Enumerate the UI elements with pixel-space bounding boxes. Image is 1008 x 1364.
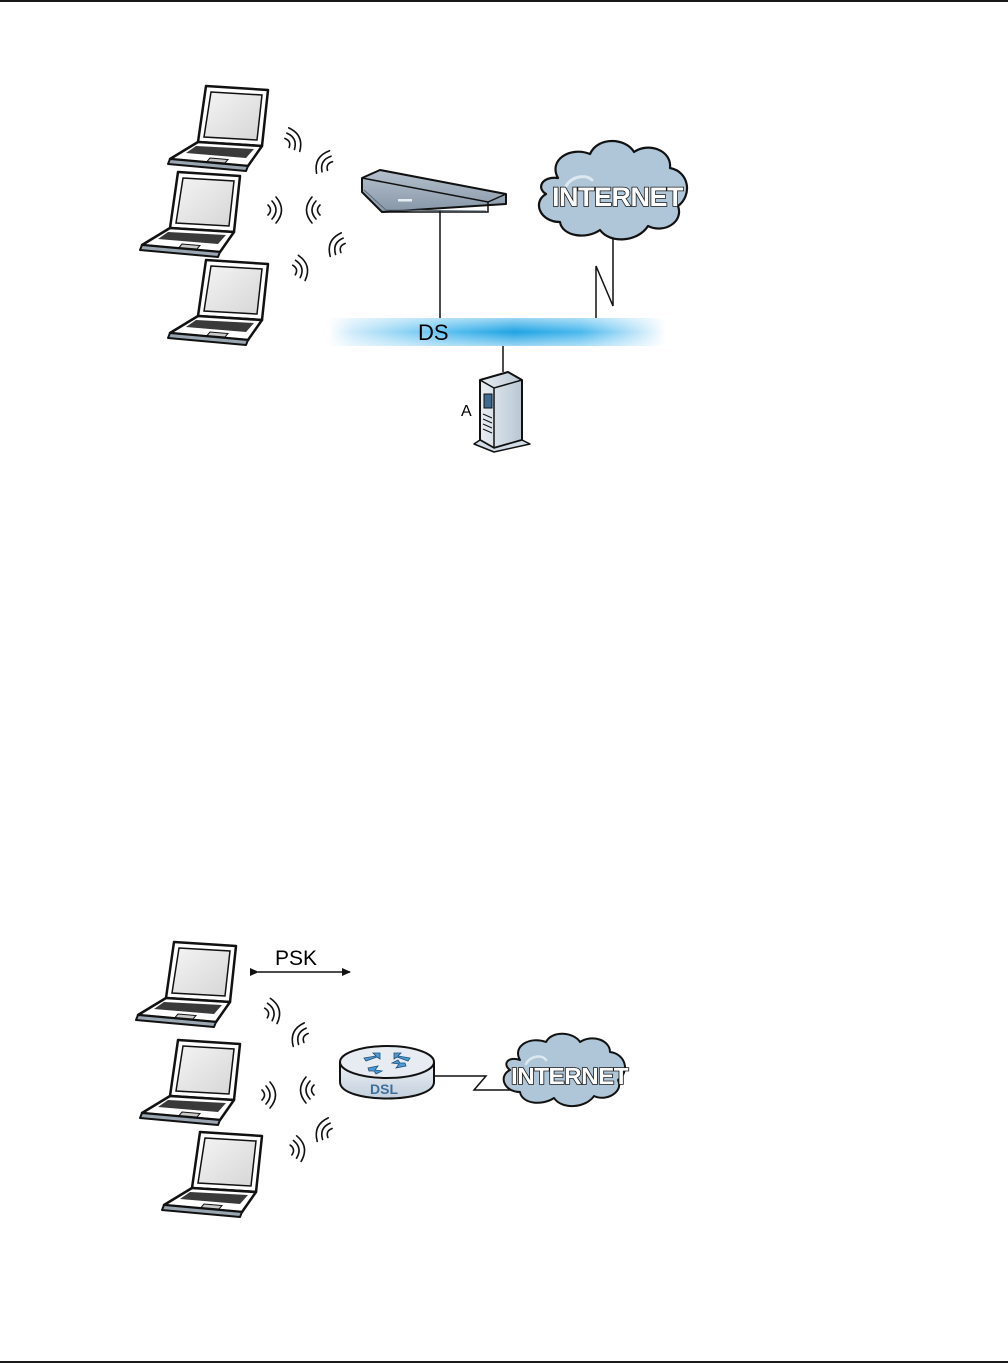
laptop-icon: [140, 1040, 240, 1125]
page-bottom-rule: [0, 1361, 1008, 1363]
wireless-signal-icon: [262, 997, 335, 1163]
laptop-icon: [168, 260, 268, 345]
server-icon: [474, 372, 530, 452]
laptop-icon: [140, 172, 240, 257]
laptop-icon: [136, 942, 236, 1027]
page-top-rule: [0, 0, 1008, 2]
diagram-ds-network: DS INTERNET A: [0, 70, 1008, 470]
server-label: A: [461, 403, 472, 420]
laptop-icon: [162, 1132, 262, 1217]
access-point-icon: [362, 170, 506, 212]
psk-label: PSK: [275, 947, 317, 970]
cloud-label: INTERNET: [511, 1063, 628, 1089]
wan-link: [596, 234, 613, 318]
router-label: DSL: [370, 1081, 398, 1097]
cloud-label: INTERNET: [552, 182, 684, 212]
distribution-system-bus: [328, 318, 666, 346]
wireless-signal-icon: [268, 126, 348, 283]
laptop-icon: [168, 86, 268, 171]
wan-link: [434, 1076, 514, 1090]
bus-label: DS: [418, 320, 449, 345]
diagram-psk-network: PSK DSL INTERNET: [0, 930, 1008, 1220]
